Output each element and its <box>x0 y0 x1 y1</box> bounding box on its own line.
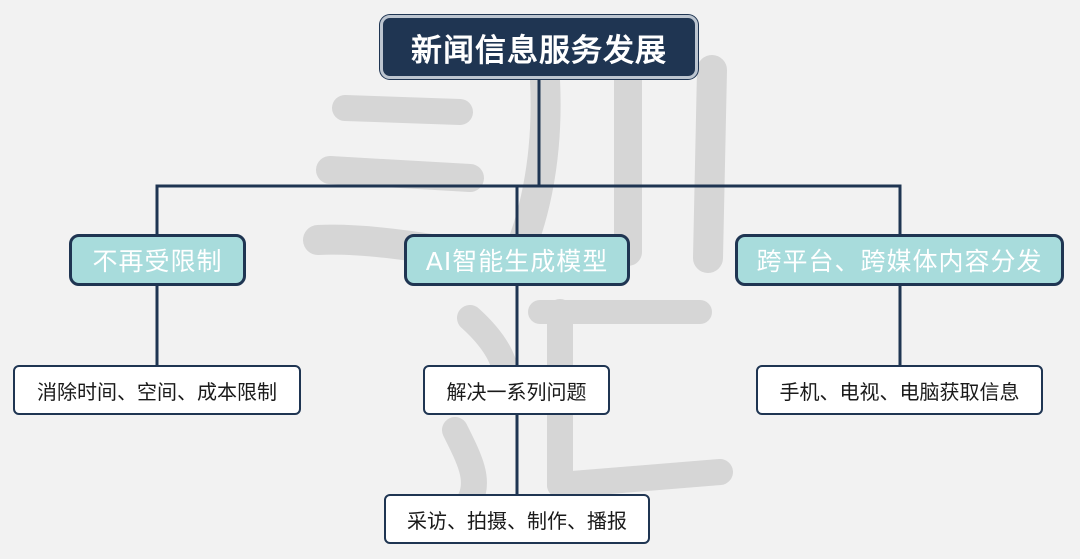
branch-node-ai-model[interactable]: AI智能生成模型 <box>404 234 630 286</box>
branch-node-cross-platform[interactable]: 跨平台、跨媒体内容分发 <box>735 234 1064 286</box>
branch-node-label: AI智能生成模型 <box>425 247 609 276</box>
branch-node-label: 不再受限制 <box>92 247 223 276</box>
root-node[interactable]: 新闻信息服务发展 <box>380 15 698 79</box>
leaf-node-label: 解决一系列问题 <box>446 379 587 404</box>
branch-node-label: 跨平台、跨媒体内容分发 <box>756 247 1043 276</box>
leaf-node-label: 采访、拍摄、制作、播报 <box>407 508 627 533</box>
leaf-node-remove-limits[interactable]: 消除时间、空间、成本限制 <box>13 365 301 415</box>
leaf-node-solve-problems[interactable]: 解决一系列问题 <box>423 365 610 415</box>
root-node-label: 新闻信息服务发展 <box>411 32 667 69</box>
leaf-node-production-steps[interactable]: 采访、拍摄、制作、播报 <box>384 494 650 544</box>
leaf-node-device-access[interactable]: 手机、电视、电脑获取信息 <box>756 365 1043 415</box>
leaf-node-label: 消除时间、空间、成本限制 <box>37 379 277 404</box>
leaf-node-label: 手机、电视、电脑获取信息 <box>779 379 1020 404</box>
branch-node-no-limits[interactable]: 不再受限制 <box>69 234 246 286</box>
